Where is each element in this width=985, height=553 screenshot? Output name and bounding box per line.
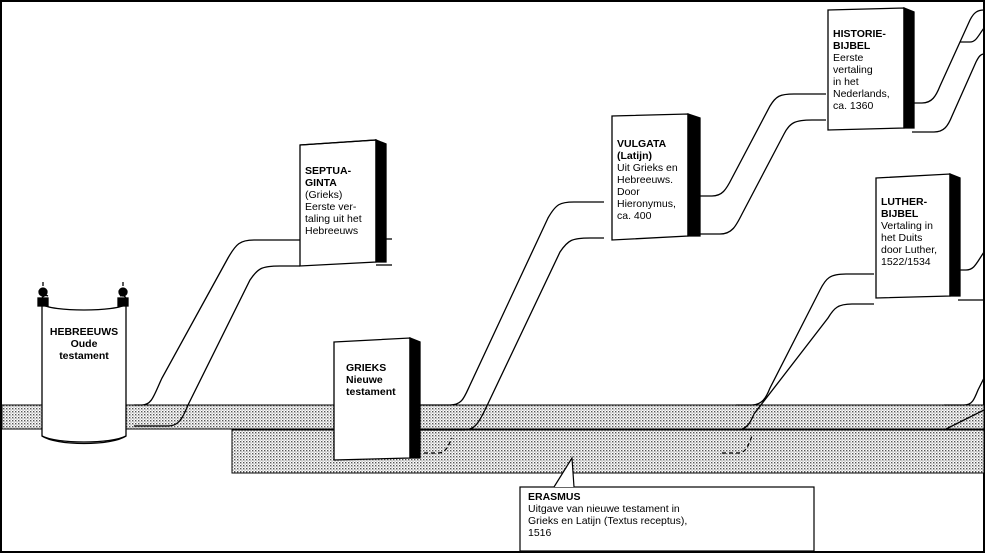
historiebijbel-description: Eerste vertaling in het Nederlands, ca. … bbox=[833, 52, 905, 112]
hebreeuws-label: HEBREEUWS Oude testament bbox=[46, 326, 122, 362]
erasmus-description: Uitgave van nieuwe testament in Grieks e… bbox=[528, 503, 812, 539]
historiebijbel-title: HISTORIE- BIJBEL bbox=[833, 28, 905, 52]
vulgata-description: Uit Grieks en Hebreeuws. Door Hieronymus… bbox=[617, 162, 689, 222]
vulgata-label: VULGATA (Latijn) Uit Grieks en Hebreeuws… bbox=[617, 138, 689, 222]
lutherbijbel-description: Vertaling in het Duits door Luther, 1522… bbox=[881, 220, 953, 268]
septuaginta-description: (Grieks) Eerste ver- taling uit het Hebr… bbox=[305, 189, 377, 237]
lutherbijbel-label: LUTHER- BIJBEL Vertaling in het Duits do… bbox=[881, 196, 953, 268]
vulgata-title: VULGATA (Latijn) bbox=[617, 138, 689, 162]
septuaginta-label: SEPTUA- GINTA (Grieks) Eerste ver- talin… bbox=[305, 165, 377, 237]
erasmus-label: ERASMUS Uitgave van nieuwe testament in … bbox=[528, 491, 812, 539]
hebreeuws-scroll bbox=[38, 282, 128, 444]
grieks-book bbox=[334, 338, 420, 460]
grieks-title: GRIEKS Nieuwe testament bbox=[346, 362, 408, 398]
hebreeuws-title: HEBREEUWS Oude testament bbox=[46, 326, 122, 362]
erasmus-title: ERASMUS bbox=[528, 491, 812, 503]
historiebijbel-label: HISTORIE- BIJBEL Eerste vertaling in het… bbox=[833, 28, 905, 112]
grieks-label: GRIEKS Nieuwe testament bbox=[346, 362, 408, 398]
septuaginta-title: SEPTUA- GINTA bbox=[305, 165, 377, 189]
lutherbijbel-title: LUTHER- BIJBEL bbox=[881, 196, 953, 220]
